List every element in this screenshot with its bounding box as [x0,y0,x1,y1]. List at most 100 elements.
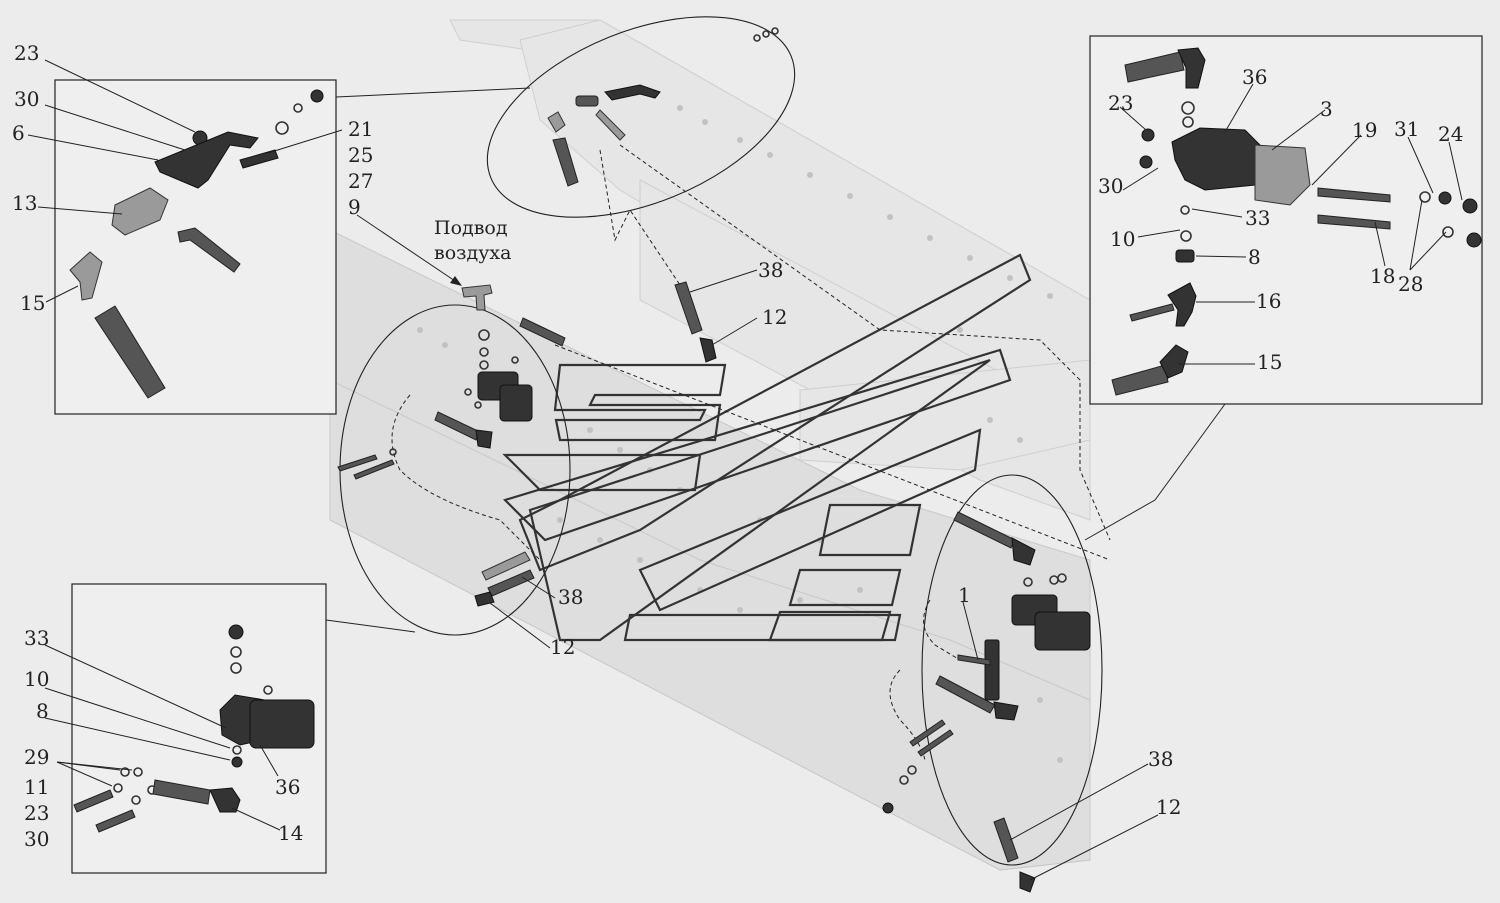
callout-label: 15 [1257,350,1282,374]
hose-icon [519,317,566,347]
bracket-icon [1254,144,1311,206]
washer-icon [113,783,123,793]
callout-label: 30 [1098,174,1123,198]
hose-route-line [554,344,1111,561]
washer-icon [232,745,242,755]
bolt-icon [1129,303,1175,322]
callout-label: 12 [1156,795,1181,819]
valve-icon [499,384,533,422]
callout-label: 25 [348,143,373,167]
callout-label: 36 [1242,65,1267,89]
callout-labels: 23 30 6 13 15 21 25 27 9 38 12 38 12 36 … [12,41,1463,851]
callout-label: 30 [14,87,39,111]
washer-icon [263,685,273,695]
elbow-fitting-icon [699,337,717,363]
inset-top-left [54,79,337,415]
hose-icon [1111,364,1169,396]
nut-icon [310,89,324,103]
bolt-icon [353,459,395,480]
hose-icon [552,137,579,187]
hose-icon [935,675,996,714]
inset-connector [1084,403,1226,541]
callout-label: 33 [24,626,49,650]
maz-logo-watermark [502,253,1032,642]
bolt-icon [239,149,279,169]
washer-icon [478,329,490,341]
callout-ellipse-top [486,16,796,218]
bolt-icon [917,729,954,757]
washer-icon [133,767,143,777]
hose-icon [953,511,1016,549]
washer-icon [1442,226,1454,238]
callout-label: 1 [958,583,971,607]
hose-icon [1124,51,1185,83]
callout-label: 18 [1370,264,1395,288]
washer-icon [275,121,289,135]
callout-label: 10 [24,667,49,691]
callout-label: 12 [550,635,575,659]
elbow-fitting-icon [993,701,1019,721]
callout-label: 19 [1352,118,1377,142]
air-supply-caption-line1: Подвод [434,217,508,239]
washer-icon [474,401,482,409]
tee-fitting-icon [1167,282,1197,327]
bracket-icon [984,639,1000,701]
leader-lines [27,59,1463,881]
washer-icon [230,662,242,674]
callout-label: 8 [1248,245,1261,269]
washer-icon [479,360,489,370]
callout-label: 8 [36,699,49,723]
callout-label: 9 [348,195,361,219]
inset-bottom-left-parts [73,624,315,833]
washer-icon [1182,116,1194,128]
nut-icon [228,624,244,640]
elbow-fitting-icon [475,429,493,449]
bolt-icon [95,809,136,833]
bottom-right-hose-assembly [993,817,1036,893]
hose-route-line [391,394,541,561]
inset-top-left-parts [69,89,324,399]
washer-icon [1180,205,1190,215]
callout-label: 38 [558,585,583,609]
top-bracket-assembly [547,27,779,187]
callout-label: 6 [12,121,25,145]
callout-label: 23 [24,801,49,825]
washer-icon [753,34,761,42]
air-supply-caption-line2: воздуха [434,242,511,264]
hose-route-line [599,149,691,301]
washer-icon [1419,191,1431,203]
inset-connector [335,87,531,98]
elbow-fitting-icon [547,111,566,133]
hose-route-line [619,144,1111,541]
callout-label: 24 [1438,122,1463,146]
callout-label: 38 [1148,747,1173,771]
washer-icon [230,646,242,658]
callout-label: 21 [348,117,373,141]
bolt-icon [957,654,991,666]
callout-label: 27 [348,169,373,193]
washer-icon [1180,230,1192,242]
nut-icon [882,802,894,814]
valve-icon [249,699,315,749]
bolt-icon [1317,187,1391,203]
callout-label: 23 [14,41,39,65]
hose-route-line [889,669,926,761]
vehicle-frame-icon [329,19,1091,871]
washer-icon [1023,577,1033,587]
callout-ellipse-right [921,474,1103,866]
callout-label: 23 [1108,91,1133,115]
hose-icon [674,281,703,335]
bolt-icon [909,719,946,747]
callout-label: 30 [24,827,49,851]
washer-icon [511,356,519,364]
middle-valve-assembly [337,284,566,607]
bolt-icon [73,789,114,813]
bolt-icon [1317,214,1391,230]
callout-label: 13 [12,191,37,215]
callout-label: 33 [1245,206,1270,230]
washer-icon [479,347,489,357]
washer-icon [389,448,397,456]
elbow-fitting-icon [1177,47,1206,89]
elbow-fitting-icon [1159,344,1189,379]
